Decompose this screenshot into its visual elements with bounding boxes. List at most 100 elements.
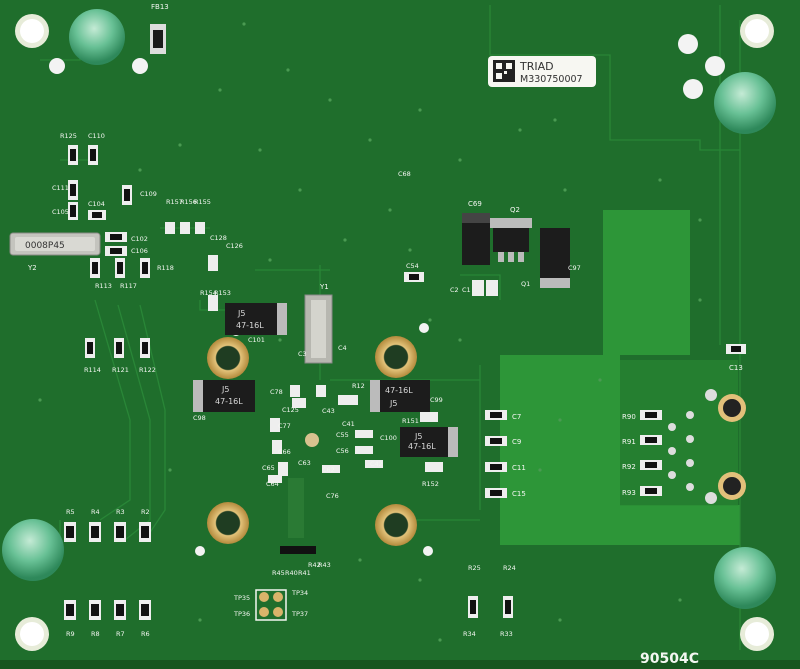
- refdes-c43: C43: [322, 407, 335, 415]
- refdes-c7: C7: [512, 413, 521, 421]
- refdes-r155: R155: [194, 198, 211, 206]
- refdes-c106: C106: [131, 247, 148, 255]
- tantalum-capacitors: [193, 213, 570, 457]
- refdes-c125: C125: [282, 406, 299, 414]
- refdes-c41: C41: [342, 420, 355, 428]
- capacitor-column: [485, 410, 507, 498]
- refdes-c110: C110: [88, 132, 105, 140]
- refdes-c15: C15: [512, 490, 526, 498]
- refdes-r42: R42: [308, 561, 321, 569]
- refdes-c109: C109: [140, 190, 157, 198]
- mounting-holes: [15, 14, 774, 651]
- refdes-r113: R113: [95, 282, 112, 290]
- regulator-q2: [490, 218, 532, 262]
- refdes-r24: R24: [503, 564, 516, 572]
- refdes-c9: C9: [512, 438, 521, 446]
- refdes-r25: R25: [468, 564, 481, 572]
- refdes-tp34: TP34: [291, 589, 308, 597]
- refdes-c3: C3: [298, 350, 307, 358]
- refdes-r33: R33: [500, 630, 513, 638]
- refdes-c101: C101: [248, 336, 265, 344]
- refdes-r154: R154: [200, 289, 217, 297]
- tantalum-code: J5: [414, 432, 422, 441]
- refdes-c42: C42: [370, 460, 383, 468]
- refdes-c69: C69: [468, 200, 482, 208]
- refdes-r8: R8: [91, 630, 100, 638]
- refdes-c13: C13: [729, 364, 743, 372]
- refdes-c55: C55: [336, 431, 349, 439]
- refdes-r151: R151: [402, 417, 419, 425]
- refdes-r3: R3: [116, 508, 125, 516]
- refdes-r7: R7: [116, 630, 125, 638]
- label-part: M330750007: [520, 74, 583, 85]
- refdes-r34: R34: [463, 630, 476, 638]
- refdes-r45: R45: [272, 569, 285, 577]
- refdes-r114: R114: [84, 366, 101, 374]
- refdes-c105: C105: [52, 208, 69, 216]
- refdes-r6: R6: [141, 630, 150, 638]
- refdes-c77: C77: [278, 422, 291, 430]
- refdes-r122: R122: [139, 366, 156, 374]
- refdes-c64: C64: [266, 480, 279, 488]
- refdes-r41: R41: [298, 569, 311, 577]
- refdes-r91: R91: [622, 438, 636, 446]
- refdes-c102: C102: [131, 235, 148, 243]
- refdes-r12: R12: [352, 382, 365, 390]
- refdes-y2: Y2: [27, 264, 37, 272]
- refdes-tp37: TP37: [291, 610, 308, 618]
- refdes-c1: C1: [462, 286, 471, 294]
- refdes-c97: C97: [568, 264, 581, 272]
- refdes-tp35: TP35: [233, 594, 250, 602]
- refdes-r156: R156: [180, 198, 197, 206]
- refdes-r4: R4: [91, 508, 100, 516]
- led-lenses: [2, 9, 776, 609]
- refdes-c11: C11: [512, 464, 526, 472]
- refdes-r5: R5: [66, 508, 75, 516]
- refdes-c128: C128: [210, 234, 227, 242]
- resistor-bottom-left: [64, 522, 513, 620]
- refdes-fb13: FB13: [151, 3, 169, 11]
- refdes-c68: C68: [398, 170, 411, 178]
- tantalum-value: 47-16L: [385, 386, 413, 395]
- refdes-r118: R118: [157, 264, 174, 272]
- refdes-c4: C4: [338, 344, 347, 352]
- refdes-r157: R157: [166, 198, 183, 206]
- refdes-c62: C62: [322, 466, 335, 474]
- refdes-c54: C54: [406, 262, 419, 270]
- tantalum-code: J5: [221, 385, 229, 394]
- small-holes: [49, 34, 725, 556]
- refdes-c98: C98: [193, 414, 206, 422]
- refdes-c126: C126: [226, 242, 243, 250]
- refdes-c56: C56: [336, 447, 349, 455]
- refdes-r117: R117: [120, 282, 137, 290]
- refdes-c66: C66: [278, 448, 291, 456]
- board-id: 90504C: [640, 651, 699, 667]
- via-field: [28, 22, 702, 642]
- refdes-r121: R121: [112, 366, 129, 374]
- refdes-r40: R40: [285, 569, 298, 577]
- refdes-r43: R43: [318, 561, 331, 569]
- tantalum-code: J5: [237, 309, 245, 318]
- refdes-c76: C76: [326, 492, 339, 500]
- refdes-c100: C100: [380, 434, 397, 442]
- refdes-c2: C2: [450, 286, 459, 294]
- refdes-r93: R93: [622, 489, 636, 497]
- refdes-c65: C65: [262, 464, 275, 472]
- plated-through-holes: [207, 336, 417, 546]
- refdes-c104: C104: [88, 200, 105, 208]
- tantalum-value: 47-16L: [236, 321, 264, 330]
- refdes-r92: R92: [622, 463, 636, 471]
- refdes-c99: C99: [430, 396, 443, 404]
- refdes-y1: Y1: [319, 283, 329, 291]
- refdes-tp36: TP36: [233, 610, 250, 618]
- refdes-r2: R2: [141, 508, 150, 516]
- tantalum-value: 47-16L: [215, 397, 243, 406]
- refdes-r153: R153: [214, 289, 231, 297]
- crystal-marking: 0008P45: [25, 241, 65, 251]
- test-points: [255, 589, 287, 621]
- refdes-r125: R125: [60, 132, 77, 140]
- triad-label: [488, 56, 596, 87]
- refdes-r90: R90: [622, 413, 636, 421]
- refdes-c111: C111: [52, 184, 69, 192]
